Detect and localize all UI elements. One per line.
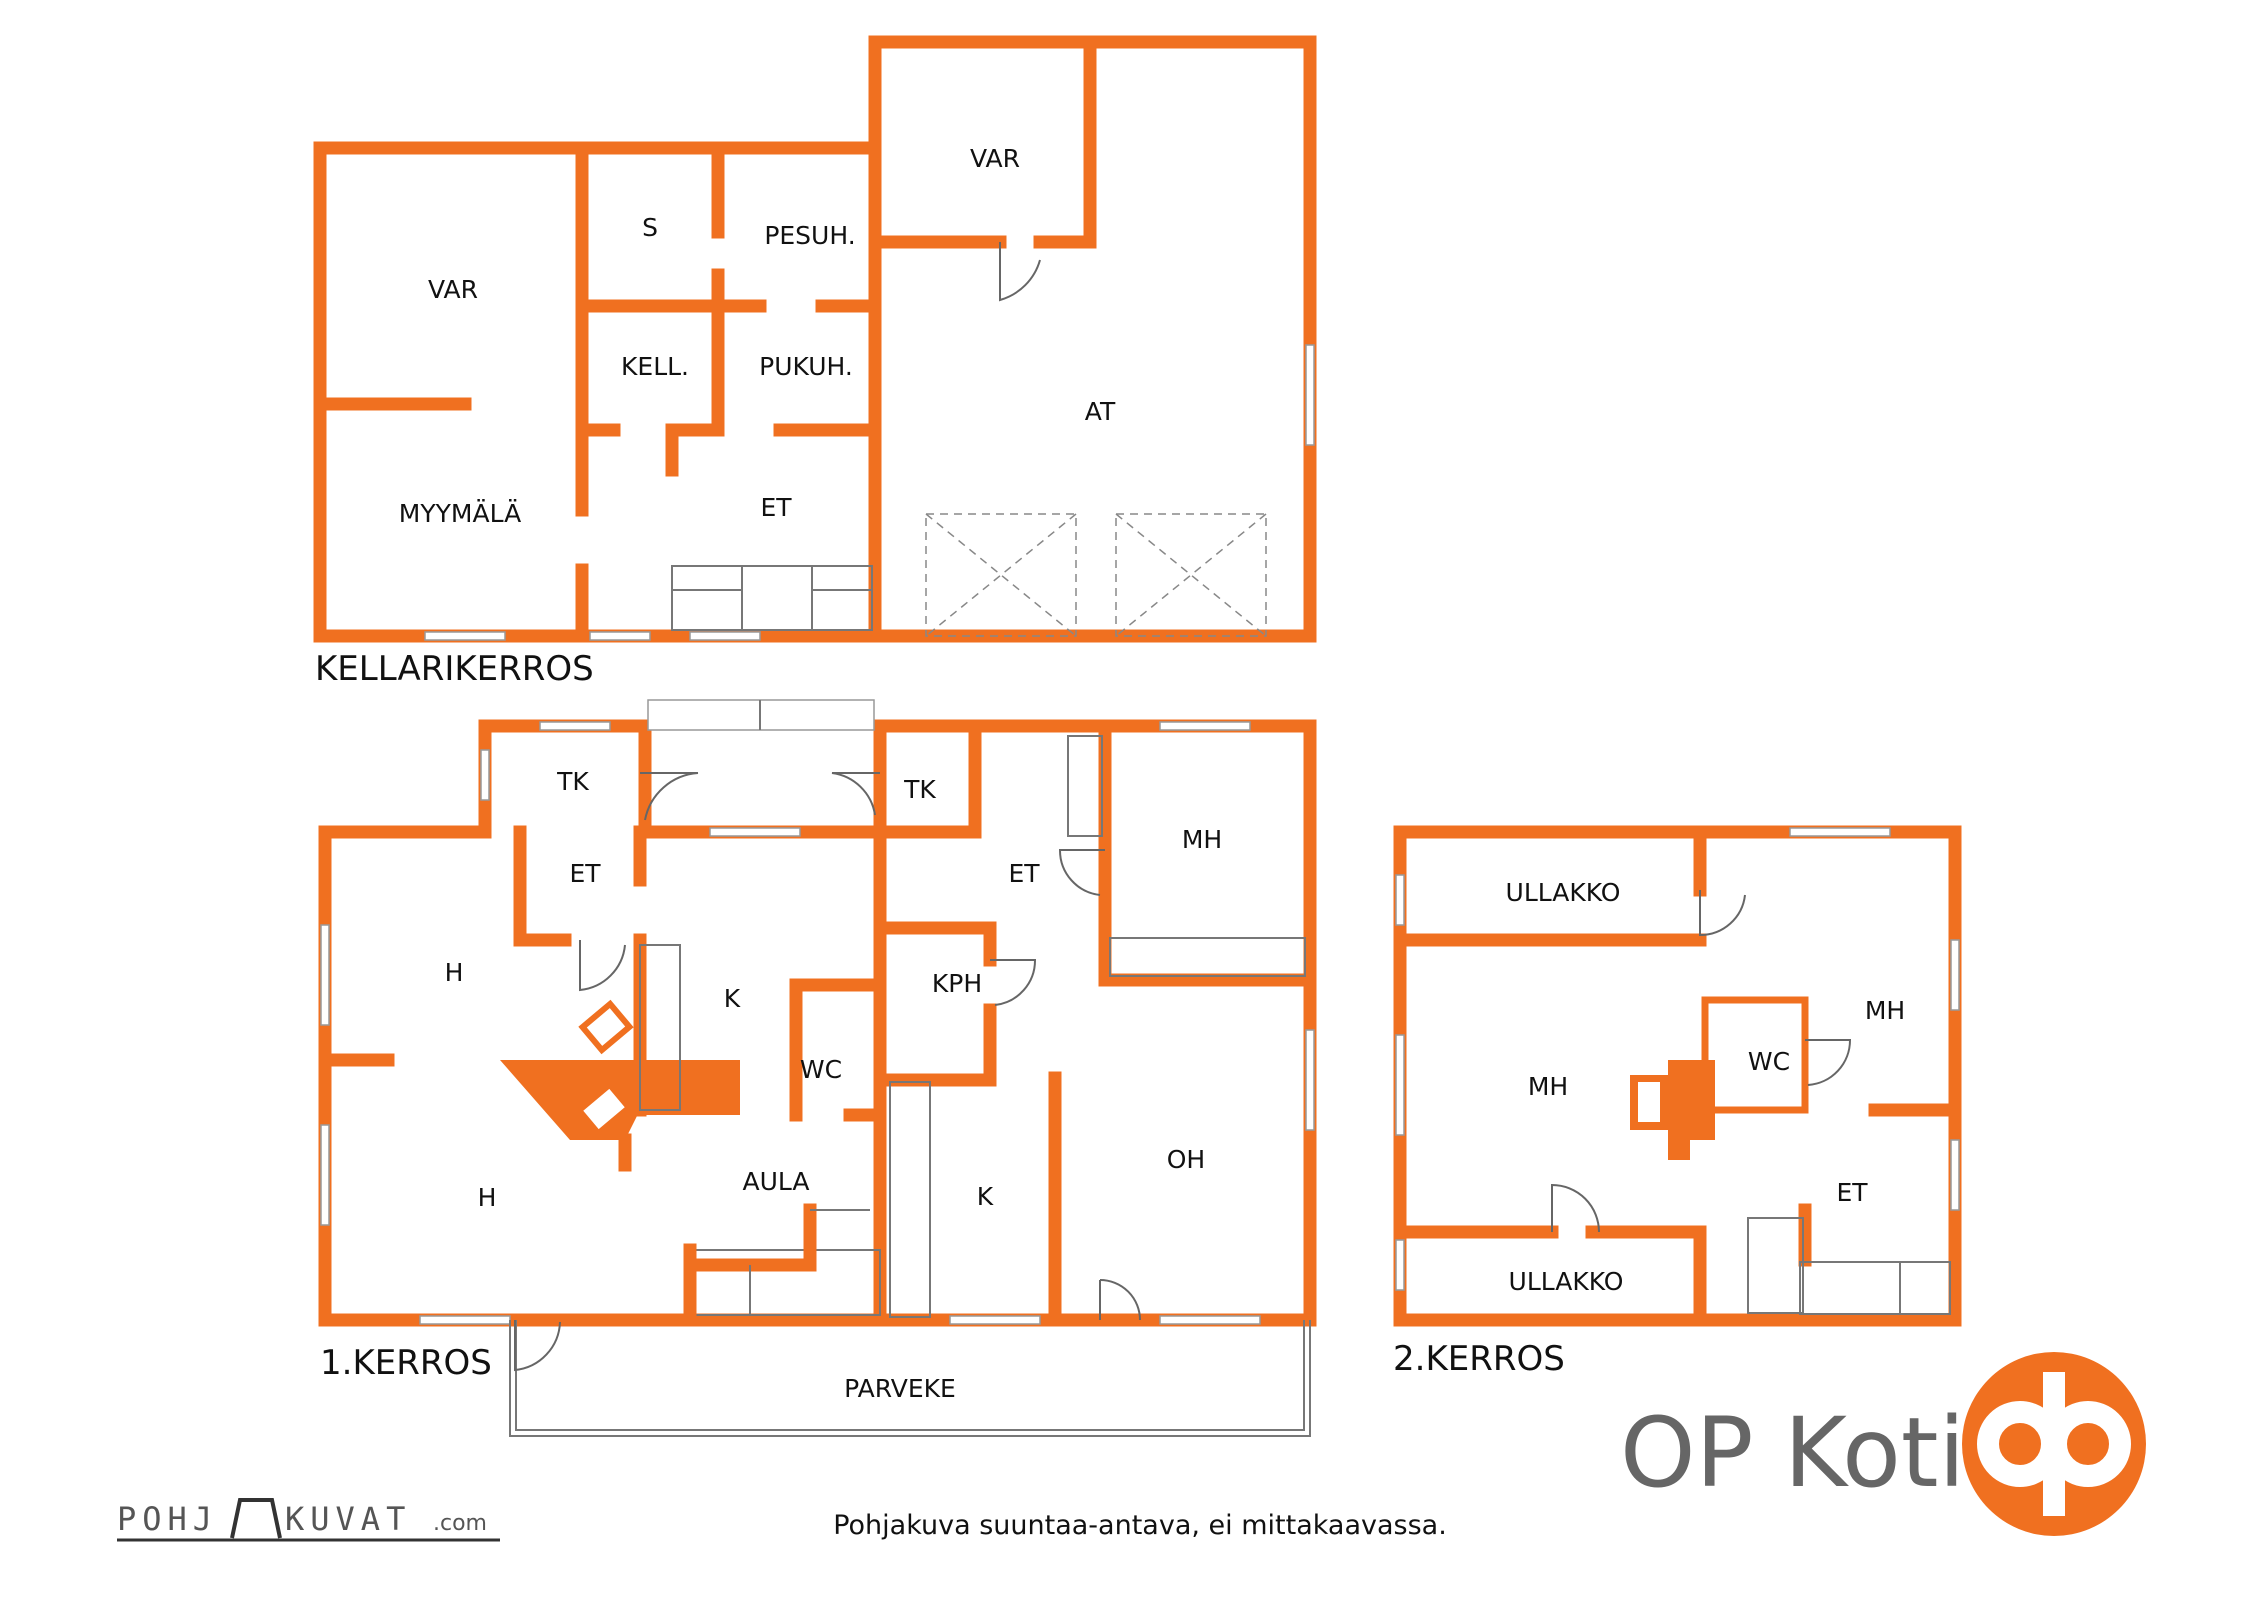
floor-title-first: 1.KERROS	[320, 1343, 492, 1383]
room-label: PARVEKE	[844, 1374, 956, 1403]
room-label: S	[642, 213, 658, 242]
first-floor-plan	[318, 699, 1317, 1437]
room-label: AT	[1085, 397, 1116, 426]
room-label: KELL.	[621, 352, 689, 381]
room-label: H	[478, 1183, 497, 1212]
room-label: VAR	[970, 144, 1020, 173]
room-label: TK	[556, 767, 589, 796]
room-label: K	[977, 1182, 994, 1211]
maker-text-left: POHJ	[117, 1500, 218, 1538]
room-label: ET	[569, 859, 601, 888]
maker-text-right: KUVAT	[285, 1500, 411, 1538]
room-label: ET	[1008, 859, 1040, 888]
second-floor-plan	[1393, 825, 1962, 1327]
room-label: WC	[800, 1055, 842, 1084]
op-logo-icon	[1962, 1352, 2146, 1536]
room-label: ULLAKKO	[1509, 1267, 1624, 1296]
room-label: MYYMÄLÄ	[399, 499, 521, 528]
maker-logo: POHJ KUVAT .com	[117, 1498, 500, 1542]
room-label: PESUH.	[764, 221, 855, 250]
room-label: H	[445, 958, 464, 987]
room-label: MH	[1182, 825, 1222, 854]
room-label: PUKUH.	[759, 352, 853, 381]
floor-title-basement: KELLARIKERROS	[315, 649, 594, 689]
room-label: K	[724, 984, 741, 1013]
room-label: WC	[1748, 1047, 1790, 1076]
room-label: MH	[1528, 1072, 1568, 1101]
basement-plan	[313, 35, 1317, 643]
room-label: ET	[760, 493, 792, 522]
room-label: ET	[1836, 1178, 1868, 1207]
room-label: TK	[903, 775, 936, 804]
floor-title-second: 2.KERROS	[1393, 1339, 1565, 1379]
room-label: VAR	[428, 275, 478, 304]
room-label: KPH	[932, 969, 982, 998]
maker-text-domain: .com	[433, 1511, 487, 1536]
brand-name: OP Koti	[1620, 1397, 1965, 1509]
room-label: OH	[1167, 1145, 1205, 1174]
disclaimer-text: Pohjakuva suuntaa-antava, ei mittakaavas…	[833, 1510, 1447, 1541]
room-label: MH	[1865, 996, 1905, 1025]
room-label: ULLAKKO	[1506, 878, 1621, 907]
room-label: AULA	[742, 1167, 809, 1196]
